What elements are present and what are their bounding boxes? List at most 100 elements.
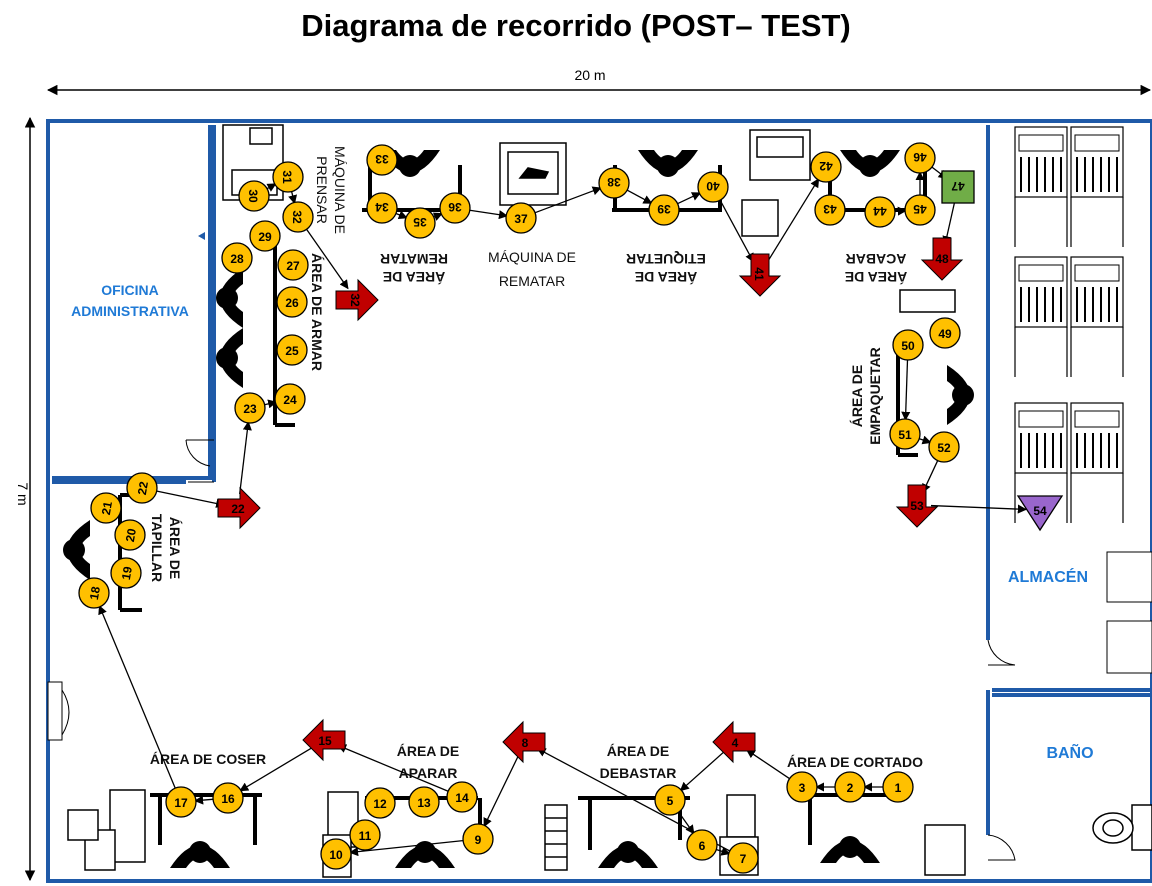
flow-link xyxy=(745,749,791,780)
step-50-operation: 50 xyxy=(892,329,924,361)
step-42-operation: 42 xyxy=(810,151,842,183)
shelf-unit xyxy=(1014,256,1068,377)
step-number: 15 xyxy=(318,734,332,748)
step-51-operation: 51 xyxy=(889,418,921,450)
step-38-operation: 38 xyxy=(598,167,630,199)
step-number: 43 xyxy=(823,202,837,216)
step-number: 35 xyxy=(413,215,427,229)
flow-link xyxy=(98,605,177,790)
flow-arrows xyxy=(98,165,1027,857)
step-3-operation: 3 xyxy=(786,771,818,803)
step-number: 14 xyxy=(455,791,469,805)
flow-link xyxy=(893,206,907,216)
area-acabar-label-1: ÁREA DE xyxy=(845,269,908,285)
step-45-operation: 45 xyxy=(904,194,936,226)
step-number: 21 xyxy=(99,500,115,516)
step-number: 39 xyxy=(657,202,671,216)
step-31-operation: 31 xyxy=(272,161,304,193)
step-number: 20 xyxy=(123,527,139,543)
flow-link xyxy=(901,358,911,421)
area-coser-label: ÁREA DE COSER xyxy=(150,751,266,767)
shelf-unit xyxy=(1070,256,1124,377)
step-19-operation: 19 xyxy=(110,557,142,589)
step-14-operation: 14 xyxy=(446,781,478,813)
step-53-transport: 53 xyxy=(895,484,939,528)
shelf-unit xyxy=(1070,126,1124,247)
step-number: 54 xyxy=(1033,504,1047,518)
flow-link xyxy=(239,420,252,495)
flow-link xyxy=(468,209,509,220)
step-number: 17 xyxy=(174,796,188,810)
step-48-transport: 48 xyxy=(920,237,964,281)
step-47-inspection: 47 xyxy=(941,170,975,204)
step-number: 1 xyxy=(895,781,902,795)
flow-link xyxy=(483,754,520,828)
step-9-operation: 9 xyxy=(462,823,494,855)
step-number: 7 xyxy=(740,852,747,866)
step-21-operation: 21 xyxy=(90,492,122,524)
area-empaquetar-label-1: ÁREA DE xyxy=(849,365,865,428)
flow-link xyxy=(349,839,465,857)
flow-link xyxy=(766,178,820,263)
step-16-operation: 16 xyxy=(212,782,244,814)
step-41-transport: 41 xyxy=(738,253,782,297)
height-dimension: 7 m xyxy=(15,116,36,882)
step-number: 45 xyxy=(913,202,927,216)
worker-icon xyxy=(63,520,90,580)
step-number: 34 xyxy=(375,200,389,214)
step-number: 11 xyxy=(359,829,372,843)
flow-link xyxy=(194,795,215,805)
flow-link xyxy=(394,210,408,220)
flow-link xyxy=(265,183,277,192)
flow-link xyxy=(263,399,278,409)
step-number: 37 xyxy=(514,212,528,226)
step-23-operation: 23 xyxy=(234,392,266,424)
bathroom-label: BAÑO xyxy=(1046,742,1093,762)
step-number: 25 xyxy=(285,344,299,358)
flow-link xyxy=(719,199,754,263)
step-number: 30 xyxy=(246,189,260,203)
area-aparar-label-1: ÁREA DE xyxy=(397,743,460,759)
flow-link xyxy=(432,212,443,221)
step-5-operation: 5 xyxy=(654,784,686,816)
worker-icon xyxy=(840,150,900,177)
step-number: 32 xyxy=(348,293,362,307)
area-tapillar-label-1: ÁREA DE xyxy=(167,517,183,580)
step-number: 27 xyxy=(286,259,300,273)
prensar-label-2: PRENSAR xyxy=(314,156,330,224)
warehouse-label: ALMACÉN xyxy=(1008,567,1088,586)
step-number: 2 xyxy=(847,781,854,795)
office-label-line2: ADMINISTRATIVA xyxy=(71,303,189,319)
step-15-transport: 15 xyxy=(302,718,346,762)
worker-icon xyxy=(598,841,658,868)
step-10-operation: 10 xyxy=(320,838,352,870)
flow-link xyxy=(337,744,450,793)
worker-icon xyxy=(170,841,230,868)
step-number: 46 xyxy=(913,150,927,164)
area-debastar-label-2: DEBASTAR xyxy=(600,765,677,781)
step-number: 24 xyxy=(283,393,297,407)
worker-icon xyxy=(216,268,243,328)
maq-rematar-label-1: MÁQUINA DE xyxy=(488,249,576,265)
worker-icon xyxy=(947,365,974,425)
step-number: 48 xyxy=(935,252,949,266)
step-4-transport: 4 xyxy=(712,720,756,764)
step-24-operation: 24 xyxy=(274,383,306,415)
step-29-operation: 29 xyxy=(249,220,281,252)
step-number: 52 xyxy=(937,441,951,455)
shelf-unit xyxy=(1070,402,1124,523)
step-43-operation: 43 xyxy=(814,194,846,226)
step-32-transport: 32 xyxy=(335,278,379,322)
step-number: 23 xyxy=(243,402,257,416)
step-13-operation: 13 xyxy=(408,786,440,818)
step-33-operation: 33 xyxy=(366,144,398,176)
flow-link xyxy=(942,200,956,246)
step-number: 36 xyxy=(448,200,462,214)
step-number: 22 xyxy=(135,480,151,496)
flow-link xyxy=(533,186,602,214)
step-34-operation: 34 xyxy=(366,192,398,224)
doors xyxy=(47,439,1016,861)
step-1-operation: 1 xyxy=(882,771,914,803)
rematar-machine-icon xyxy=(499,142,567,206)
